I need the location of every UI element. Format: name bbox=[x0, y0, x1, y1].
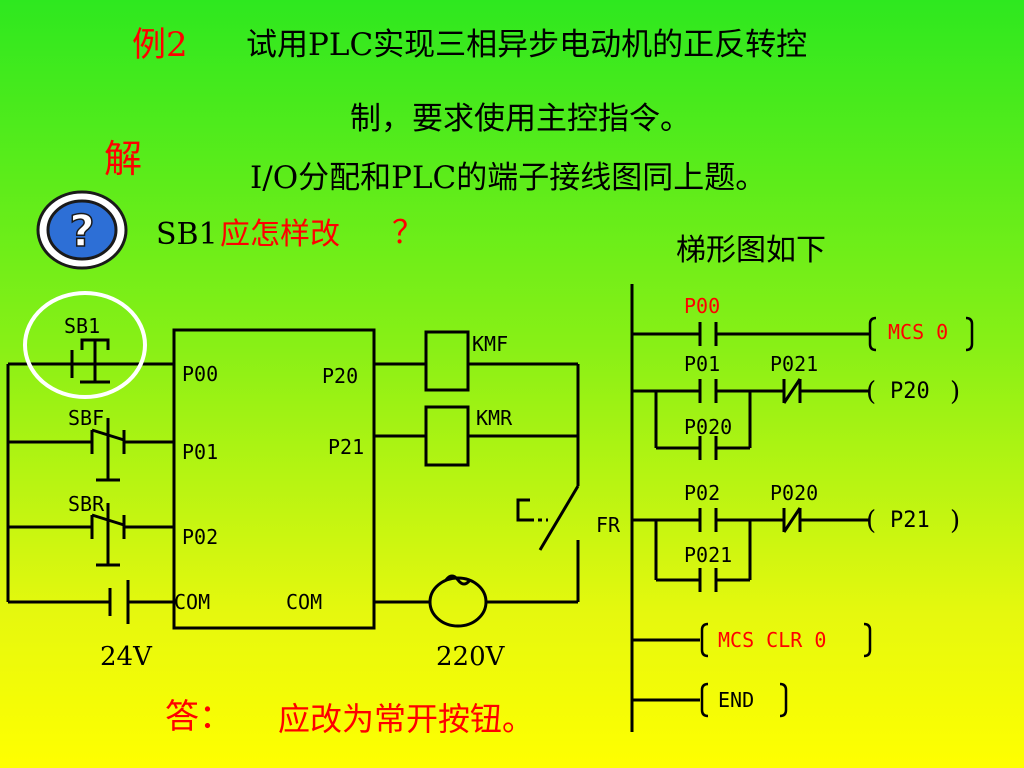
ladder-end-instruction: END bbox=[718, 688, 755, 712]
svg-text:(: ( bbox=[866, 377, 876, 407]
svg-text:): ) bbox=[950, 377, 960, 407]
ladder-p021-contact-label: P021 bbox=[770, 352, 819, 376]
title-line-3: I/O分配和PLC的端子接线图同上题。 bbox=[250, 160, 767, 196]
kmf-coil-label: KMF bbox=[472, 332, 509, 356]
question-prefix: SB1 bbox=[156, 217, 218, 252]
svg-text:(: ( bbox=[866, 506, 876, 536]
ladder-p01-contact-label: P01 bbox=[684, 352, 721, 376]
sbf-label: SBF bbox=[68, 406, 105, 430]
title-line-2: 制，要求使用主控指令。 bbox=[350, 101, 691, 137]
fr-label: FR bbox=[596, 513, 621, 537]
ladder-p21-output: P21 bbox=[890, 508, 930, 533]
ladder-caption: 梯形图如下 bbox=[676, 233, 826, 268]
com-left-label: COM bbox=[174, 590, 211, 614]
voltage-220v-label: 220V bbox=[436, 642, 505, 672]
input-p01-label: P01 bbox=[182, 440, 219, 464]
output-p20-label: P20 bbox=[322, 364, 359, 388]
help-question-icon: ? bbox=[36, 190, 128, 270]
sb1-label: SB1 bbox=[64, 314, 101, 338]
answer-label: 答： bbox=[165, 697, 233, 737]
ladder-p00-contact-label: P00 bbox=[684, 294, 721, 318]
ladder-p020-contact-label: P020 bbox=[770, 481, 819, 505]
com-right-label: COM bbox=[286, 590, 323, 614]
svg-text:?: ? bbox=[69, 206, 95, 257]
answer-text: 应改为常开按钮。 bbox=[278, 700, 535, 738]
example-number: 例2 bbox=[132, 25, 188, 65]
ladder-diagram: ( ) ( ) bbox=[600, 280, 1024, 740]
ladder-p20-output: P20 bbox=[890, 379, 930, 404]
kmr-coil-label: KMR bbox=[476, 406, 513, 430]
input-p00-label: P00 bbox=[182, 362, 219, 386]
ladder-mcs-instruction: MCS 0 bbox=[888, 320, 949, 344]
sbr-label: SBR bbox=[68, 492, 105, 516]
ladder-p02-contact-label: P02 bbox=[684, 481, 721, 505]
ladder-mcs-clr-instruction: MCS CLR 0 bbox=[718, 628, 827, 652]
input-p02-label: P02 bbox=[182, 525, 219, 549]
question-mark: ？ bbox=[392, 213, 425, 251]
plc-wiring-diagram bbox=[0, 280, 600, 700]
title-line-1: 试用PLC实现三相异步电动机的正反转控 bbox=[246, 27, 808, 63]
voltage-24v-label: 24V bbox=[100, 642, 152, 672]
output-p21-label: P21 bbox=[328, 435, 365, 459]
question-text: 应怎样改 bbox=[220, 217, 340, 252]
ladder-p020-parallel-label: P020 bbox=[684, 415, 733, 439]
solution-label: 解 bbox=[104, 137, 143, 181]
svg-text:): ) bbox=[950, 506, 960, 536]
ladder-p021-parallel-label: P021 bbox=[684, 543, 733, 567]
